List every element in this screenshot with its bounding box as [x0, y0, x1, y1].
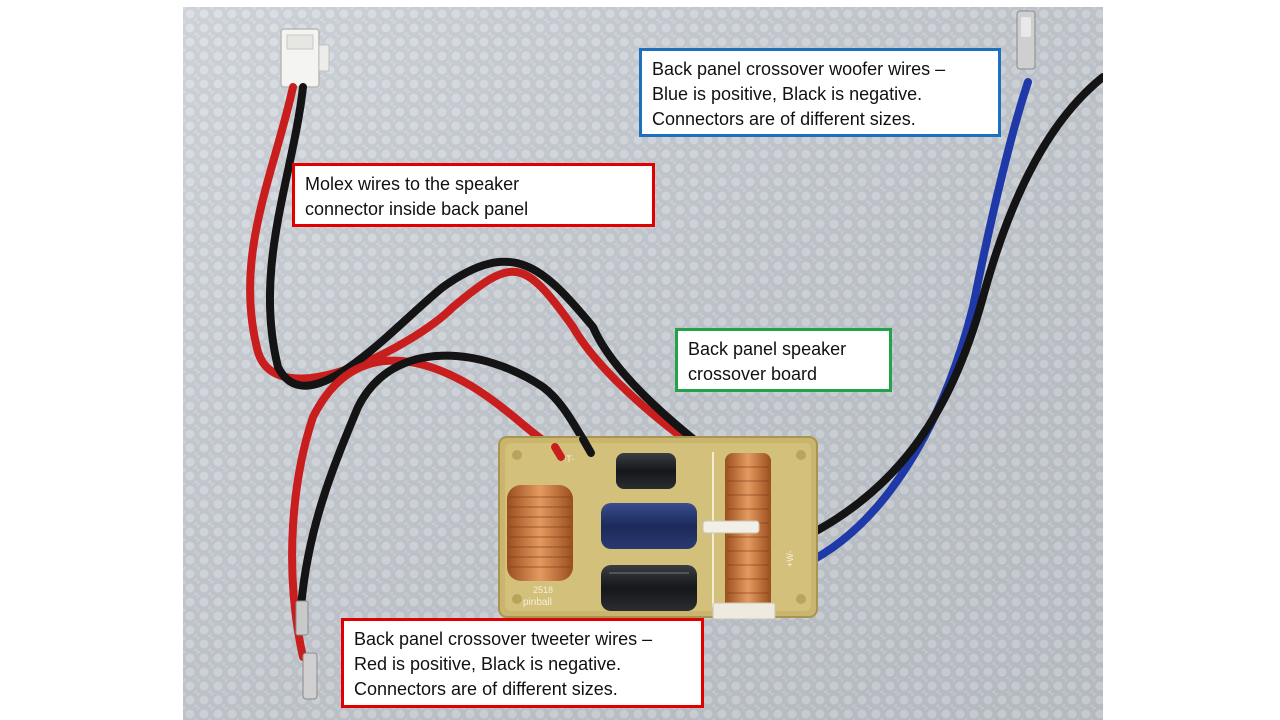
- callout-woofer-wires: Back panel crossover woofer wires – Blue…: [639, 48, 1001, 137]
- board-label-tweeter: +T-: [561, 454, 574, 464]
- callout-tweeter-line-1: Back panel crossover tweeter wires –: [354, 629, 653, 649]
- board-label-number: 2518: [533, 585, 553, 595]
- cable-tie: [702, 520, 760, 534]
- molex-connector: [280, 28, 330, 88]
- capacitor-bottom: [601, 565, 697, 611]
- woofer-wires: [799, 73, 1103, 569]
- tweeter-wires: [288, 351, 587, 661]
- crossover-board: +T- +W- 2518 pinball: [498, 436, 818, 620]
- capacitor-top: [616, 453, 676, 489]
- callout-molex-line-1: Molex wires to the speaker: [305, 174, 520, 194]
- callout-tweeter-wires: Back panel crossover tweeter wires – Red…: [341, 618, 704, 708]
- callout-board-line-2: crossover board: [688, 364, 818, 384]
- callout-board-line-1: Back panel speaker: [688, 339, 847, 359]
- molex-wires: [246, 83, 809, 526]
- callout-tweeter-line-3: Connectors are of different sizes.: [354, 679, 618, 699]
- capacitor-blue: [601, 503, 697, 549]
- callout-molex-wires: Molex wires to the speaker connector ins…: [292, 163, 655, 227]
- callout-woofer-line-1: Back panel crossover woofer wires –: [652, 59, 946, 79]
- callout-woofer-line-3: Connectors are of different sizes.: [652, 109, 916, 129]
- callout-tweeter-line-2: Red is positive, Black is negative.: [354, 654, 622, 674]
- callout-crossover-board: Back panel speaker crossover board: [675, 328, 892, 392]
- callout-molex-line-2: connector inside back panel: [305, 199, 529, 219]
- board-label-woofer: +W-: [785, 550, 795, 567]
- callout-woofer-line-2: Blue is positive, Black is negative.: [652, 84, 923, 104]
- tweeter-terminals: [295, 600, 318, 700]
- board-label-brand: pinball: [523, 597, 552, 608]
- woofer-terminal: [1016, 10, 1036, 70]
